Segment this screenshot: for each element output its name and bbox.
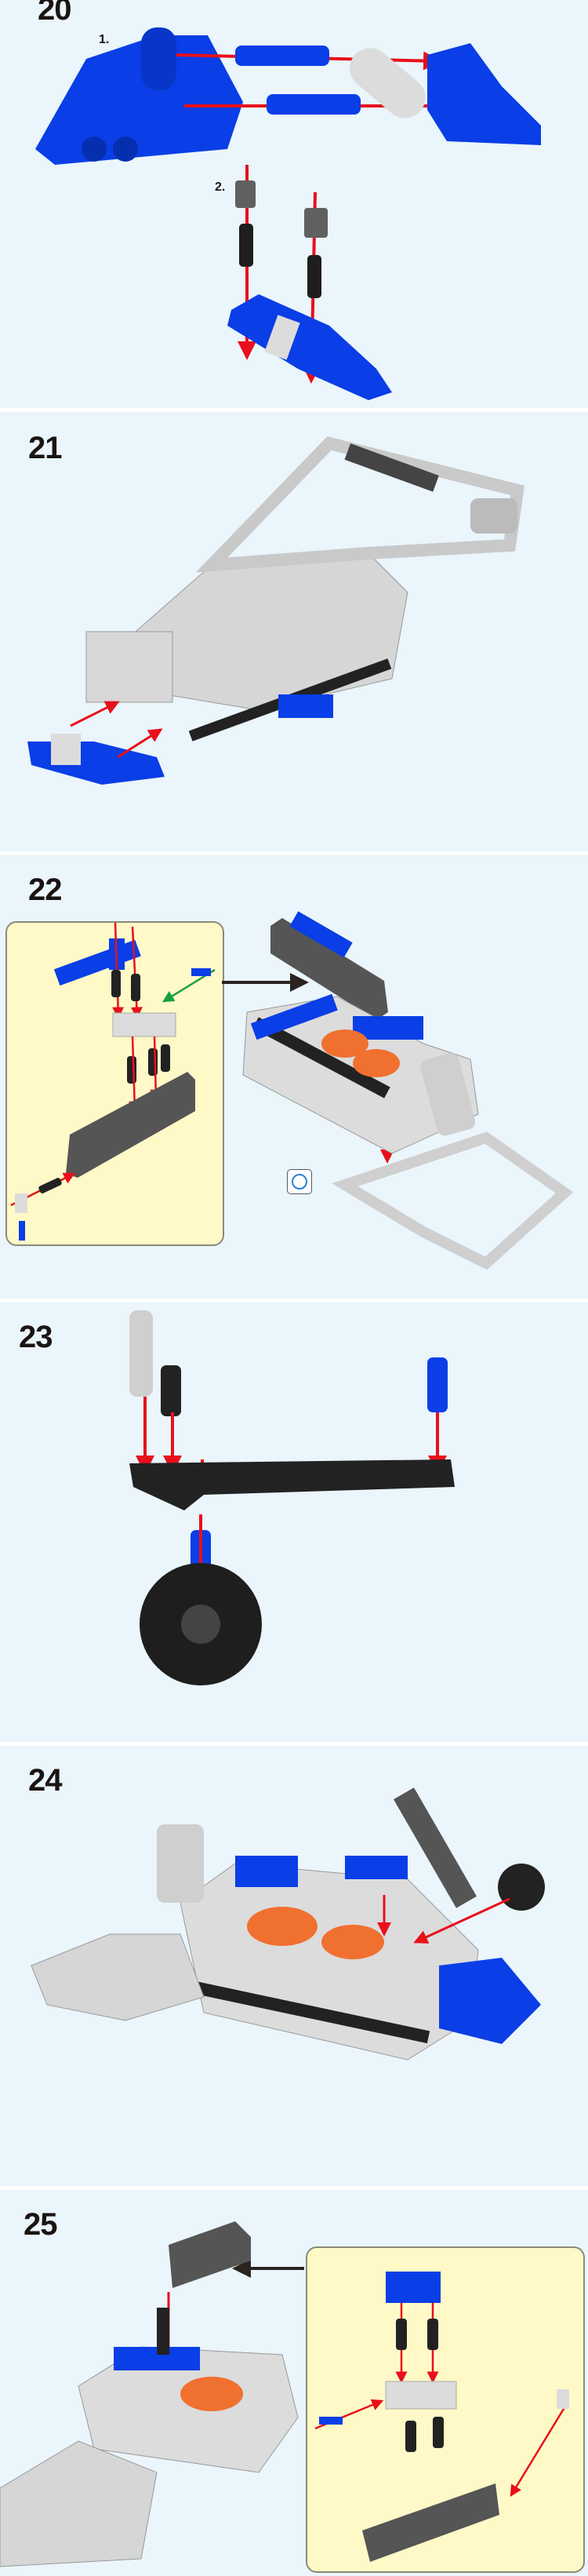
step-number: 25 [24, 2207, 57, 2242]
step-24-illustration [31, 1787, 545, 2060]
step-22-illustration [222, 911, 574, 1270]
grey-beam [385, 2381, 457, 2410]
grey-front-assembly [31, 1933, 205, 2021]
step-22: 22 [0, 855, 588, 1299]
step-23-illustration [129, 1310, 455, 1685]
step-divider [0, 851, 588, 855]
blue-pin [267, 94, 361, 115]
grey-connector [304, 208, 328, 238]
grey-axle [129, 1310, 153, 1397]
dark-grey-arm [394, 1787, 477, 1908]
dark-grey-panel [66, 1072, 195, 1178]
step-number: 22 [28, 873, 62, 907]
blue-l-beam [386, 2272, 441, 2303]
step-divider [0, 408, 588, 412]
blue-connector [141, 27, 176, 90]
model-body [180, 1863, 479, 2060]
black-pin [161, 1365, 181, 1416]
dark-grey-panel [362, 2483, 499, 2562]
step-number: 24 [28, 1763, 62, 1798]
step-number: 20 [38, 0, 71, 27]
step-divider [0, 1742, 588, 1746]
rotate-model-icon [287, 1169, 312, 1194]
callout-box [5, 921, 224, 1246]
blue-pin [235, 46, 329, 66]
sub-assembly-illustration [314, 2272, 569, 2562]
blue-foot-piece [439, 1958, 541, 2044]
grey-beam [350, 48, 426, 118]
step-divider [0, 1299, 588, 1303]
grey-frame [332, 1131, 574, 1270]
step-23: 23 [0, 1303, 588, 1742]
step-21-illustration [27, 436, 524, 785]
step-20: 20 1. 2. [0, 0, 588, 408]
step-20-illustration [35, 27, 541, 400]
step-number: 23 [19, 1320, 53, 1354]
step-21: 21 [0, 412, 588, 851]
blue-panel-piece [35, 35, 243, 165]
sub-step-label: 2. [215, 180, 226, 194]
step-25: 25 [0, 2190, 588, 2576]
step-25-illustration [0, 2221, 304, 2567]
grey-beam [112, 1012, 176, 1037]
sub-assembly-illustration [10, 923, 216, 1241]
blue-pin [427, 1357, 448, 1412]
callout-box [306, 2246, 585, 2573]
step-24: 24 [0, 1746, 588, 2185]
grey-front-assembly [0, 2440, 158, 2567]
sub-step-label: 1. [99, 33, 110, 46]
blue-panel-piece [427, 43, 541, 145]
grey-connector [235, 180, 256, 208]
step-divider [0, 2186, 588, 2190]
blue-beam [289, 911, 353, 958]
black-pin [239, 224, 253, 267]
blue-foot-piece [27, 741, 165, 785]
dark-grey-panel [169, 2221, 251, 2288]
step-number: 21 [28, 431, 62, 465]
blue-panel-piece [227, 294, 392, 400]
black-pin [307, 255, 321, 298]
black-l-beam [129, 1459, 455, 1510]
black-gear [498, 1864, 545, 1911]
dark-grey-panel [270, 918, 388, 1020]
